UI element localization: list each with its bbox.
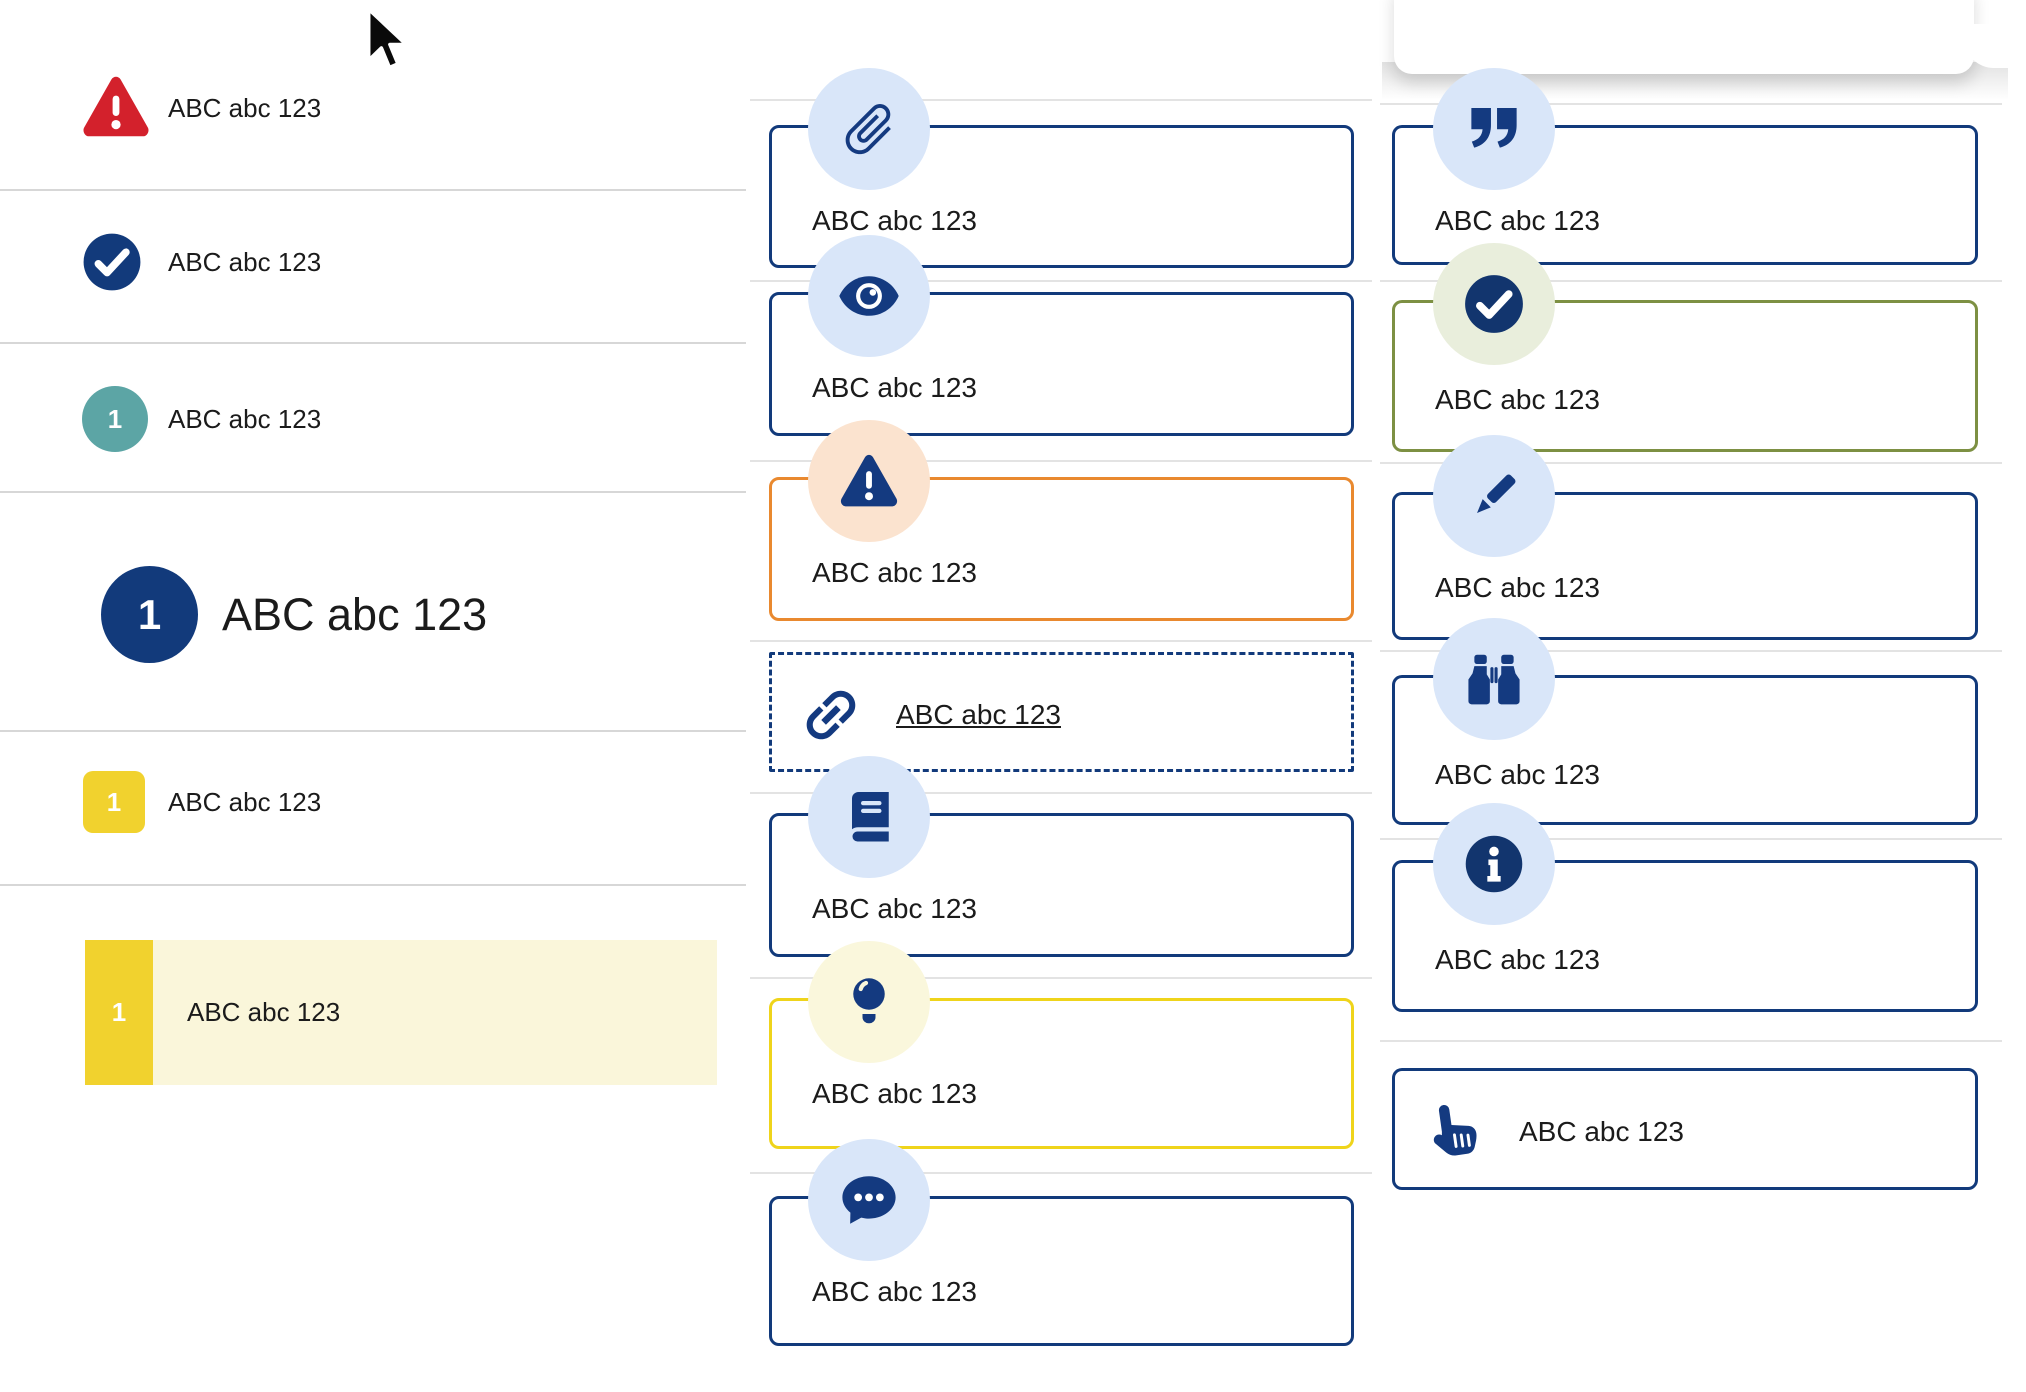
list-item-label: ABC abc 123 [187, 997, 341, 1027]
callout-label: ABC abc 123 [1435, 205, 1600, 236]
list-item-label: ABC abc 123 [168, 93, 322, 123]
check-circle-icon [81, 231, 143, 293]
eye-icon [808, 235, 930, 357]
callout-quote: ABC abc 123 [1392, 68, 1978, 265]
lightbulb-icon [808, 941, 930, 1063]
link-icon [798, 682, 864, 748]
page-heading: ABC abc 123 [222, 589, 488, 640]
divider [0, 491, 746, 493]
callout-warning: ABC abc 123 [769, 420, 1354, 621]
callout-tip: ABC abc 123 [769, 941, 1354, 1149]
callout-label: ABC abc 123 [812, 1078, 977, 1109]
callout-label: ABC abc 123 [812, 1276, 977, 1307]
callout-label: ABC abc 123 [812, 205, 977, 236]
step-badge: 1 [85, 940, 153, 1085]
callout-search: ABC abc 123 [1392, 618, 1978, 825]
binoculars-icon [1433, 618, 1555, 740]
callout-success: ABC abc 123 [1392, 243, 1978, 452]
callout-info: ABC abc 123 [1392, 803, 1978, 1012]
callout-label: ABC abc 123 [1435, 759, 1600, 790]
check-circle-icon [1433, 243, 1555, 365]
divider [0, 342, 746, 344]
pencil-icon [1433, 435, 1555, 557]
callout-label: ABC abc 123 [812, 893, 977, 924]
callout-label: ABC abc 123 [1435, 384, 1600, 415]
quote-right-icon [1433, 68, 1555, 190]
comment-dots-icon [808, 1139, 930, 1261]
hand-pointer-icon [1423, 1099, 1487, 1163]
list-item-label: ABC abc 123 [168, 404, 322, 434]
callout-action: ABC abc 123 [1392, 1068, 1978, 1190]
callout-preview: ABC abc 123 [769, 235, 1354, 436]
step-badge: 1 [82, 386, 148, 452]
callout-label: ABC abc 123 [812, 372, 977, 403]
callout-label: ABC abc 123 [1435, 944, 1600, 975]
divider [0, 730, 746, 732]
callout-comment: ABC abc 123 [769, 1139, 1354, 1346]
step-badge: 1 [83, 771, 145, 833]
divider [0, 189, 746, 191]
callout-reference: ABC abc 123 [769, 756, 1354, 957]
callout-label: ABC abc 123 [1519, 1116, 1684, 1147]
paperclip-icon [808, 68, 930, 190]
list-item-label: ABC abc 123 [168, 247, 322, 277]
tab-card [1394, 0, 1974, 74]
list-item-step-yellow-highlighted[interactable]: 1 ABC abc 123 [85, 940, 717, 1085]
warning-triangle-icon [808, 420, 930, 542]
callout-link[interactable]: ABC abc 123 [769, 652, 1354, 772]
tab-card-edge [2008, 60, 2026, 104]
book-icon [808, 756, 930, 878]
callout-link-label[interactable]: ABC abc 123 [896, 699, 1061, 730]
warning-triangle-icon [79, 70, 153, 144]
callout-edit: ABC abc 123 [1392, 435, 1978, 640]
list-item-label: ABC abc 123 [168, 787, 322, 817]
info-circle-icon [1433, 803, 1555, 925]
callout-label: ABC abc 123 [1435, 572, 1600, 603]
mouse-cursor-icon [363, 6, 409, 76]
callout-label: ABC abc 123 [812, 557, 977, 588]
step-badge: 1 [101, 566, 198, 663]
divider [0, 884, 746, 886]
